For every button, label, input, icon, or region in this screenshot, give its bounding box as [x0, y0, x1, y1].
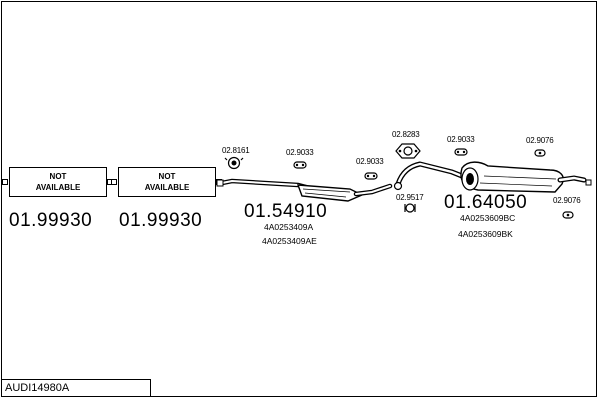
part-label-mid-hanger[interactable]: 02.9033: [356, 157, 384, 166]
front-flange: [216, 179, 224, 187]
oem-ref-rear-1: 4A0253609BC: [460, 213, 516, 223]
clamp-icon: [224, 156, 244, 170]
tailpipe-connector: [585, 179, 592, 186]
rubber-hanger-icon: [534, 149, 546, 157]
rubber-hanger-icon: [454, 148, 468, 156]
part-number-front-silencer[interactable]: 01.54910: [244, 201, 328, 222]
na-line1: NOT: [49, 172, 67, 181]
oem-ref-front-1: 4A0253409A: [264, 222, 314, 232]
na-line1: NOT: [158, 172, 176, 181]
gasket-icon: [395, 143, 421, 159]
part-label-rear-clamp[interactable]: 02.9517: [396, 193, 424, 202]
oem-ref-rear-2: 4A0253609BK: [458, 229, 513, 239]
part-label-tail-hanger-bottom[interactable]: 02.9076: [553, 196, 581, 205]
rear-pipe-joint: [393, 181, 403, 191]
connector-left-1: [2, 179, 8, 185]
clamp-icon: [404, 203, 416, 213]
na-line2: AVAILABLE: [144, 183, 190, 192]
part-label-tail-hanger-top[interactable]: 02.9076: [526, 136, 554, 145]
not-available-box-1: NOT AVAILABLE: [9, 167, 107, 197]
part-number-na-1[interactable]: 01.99930: [9, 210, 93, 231]
part-label-gasket[interactable]: 02.8283: [392, 130, 420, 139]
rubber-hanger-icon: [293, 161, 307, 169]
part-number-na-2[interactable]: 01.99930: [119, 210, 203, 231]
oem-ref-front-2: 4A0253409AE: [262, 236, 317, 246]
part-label-front-clamp[interactable]: 02.8161: [222, 146, 250, 155]
vehicle-code-title: AUDI14980A: [1, 379, 151, 397]
part-label-front-hanger[interactable]: 02.9033: [286, 148, 314, 157]
not-available-box-2: NOT AVAILABLE: [118, 167, 216, 197]
rubber-hanger-icon: [364, 172, 378, 180]
part-label-rear-hanger[interactable]: 02.9033: [447, 135, 475, 144]
connector-left-2: [111, 179, 117, 185]
part-number-rear-silencer[interactable]: 01.64050: [444, 192, 528, 213]
na-line2: AVAILABLE: [35, 183, 81, 192]
rubber-hanger-icon: [562, 211, 574, 219]
